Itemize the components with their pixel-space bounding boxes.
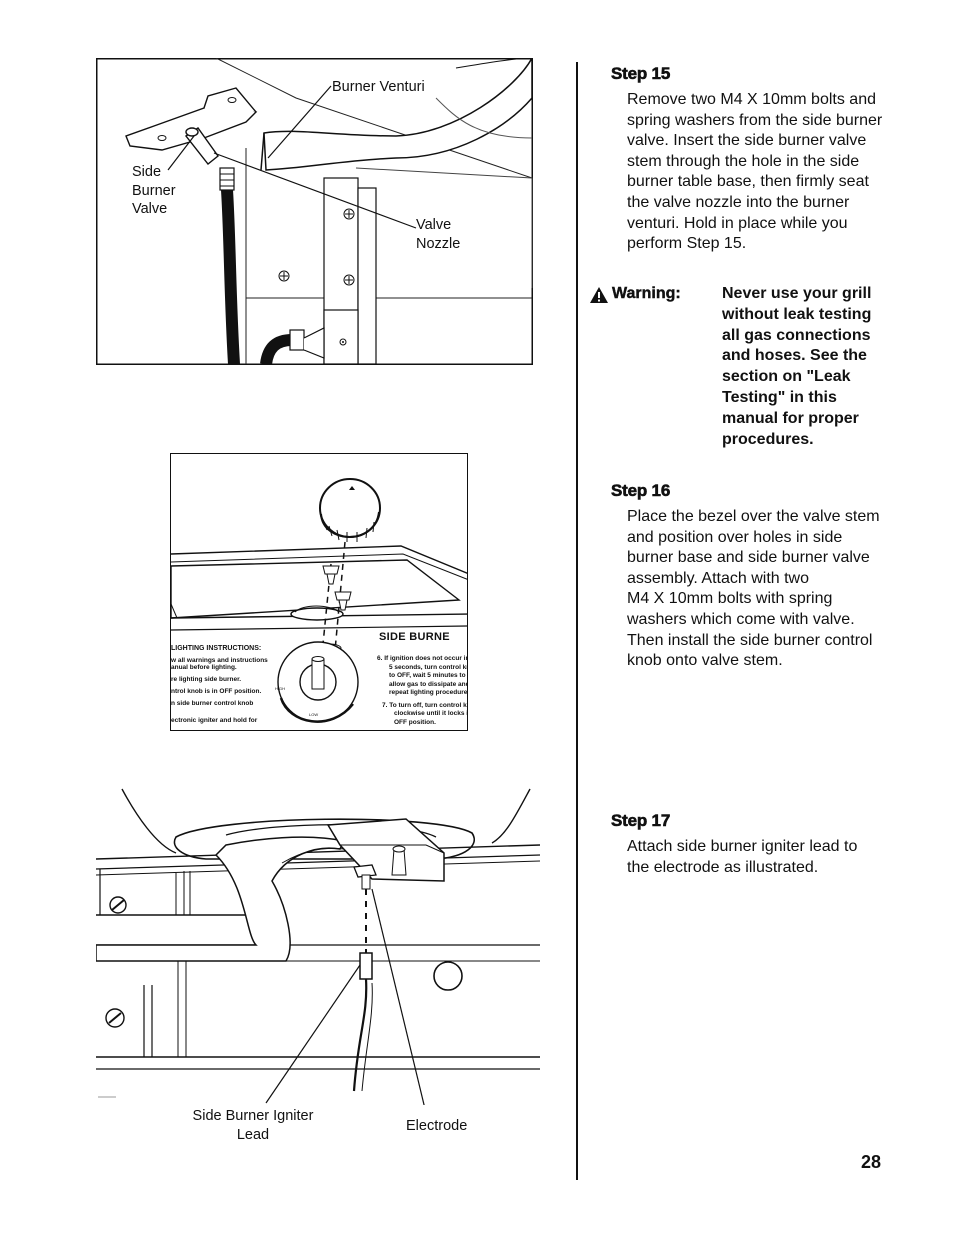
step-16-body: Place the bezel over the valve stem and …: [627, 508, 880, 670]
panel-title: SIDE BURNE: [379, 631, 450, 643]
figure-bezel-knob: SIDE BURNE LIGHTING INSTRUCTIONS: w all …: [170, 453, 468, 731]
label-burner-venturi: Burner Venturi: [332, 79, 425, 95]
page-number: 28: [861, 1152, 882, 1172]
warning-icon: [590, 287, 608, 303]
dial-label-low: LOW: [309, 712, 319, 717]
step-15-body: Remove two M4 X 10mm bolts and spring wa…: [627, 91, 883, 253]
warning-text: Never use your grill without leak testin…: [722, 285, 872, 448]
label-igniter-lead: Side Burner Igniter Lead: [192, 1108, 314, 1143]
lighting-instructions-right: 6. If ignition does not occur in 5 secon…: [377, 655, 468, 726]
label-valve-nozzle: Valve Nozzle: [416, 217, 461, 252]
step-17-body: Attach side burner igniter lead to the e…: [627, 838, 858, 876]
step-15-title: Step 15: [611, 64, 671, 84]
lighting-instructions-left: LIGHTING INSTRUCTIONS: w all warnings an…: [171, 645, 268, 724]
label-electrode: Electrode: [406, 1118, 468, 1134]
step-17-title: Step 17: [611, 811, 671, 831]
dial-label-high: HIGH: [275, 686, 285, 691]
figure-igniter-electrode: [96, 788, 540, 1105]
step-16-title: Step 16: [611, 481, 671, 501]
label-side-burner-valve: Side Burner Valve: [132, 164, 176, 217]
figure-side-burner-valve: [96, 58, 533, 365]
column-divider: [576, 62, 578, 1180]
warning-label: Warning:: [612, 285, 681, 302]
